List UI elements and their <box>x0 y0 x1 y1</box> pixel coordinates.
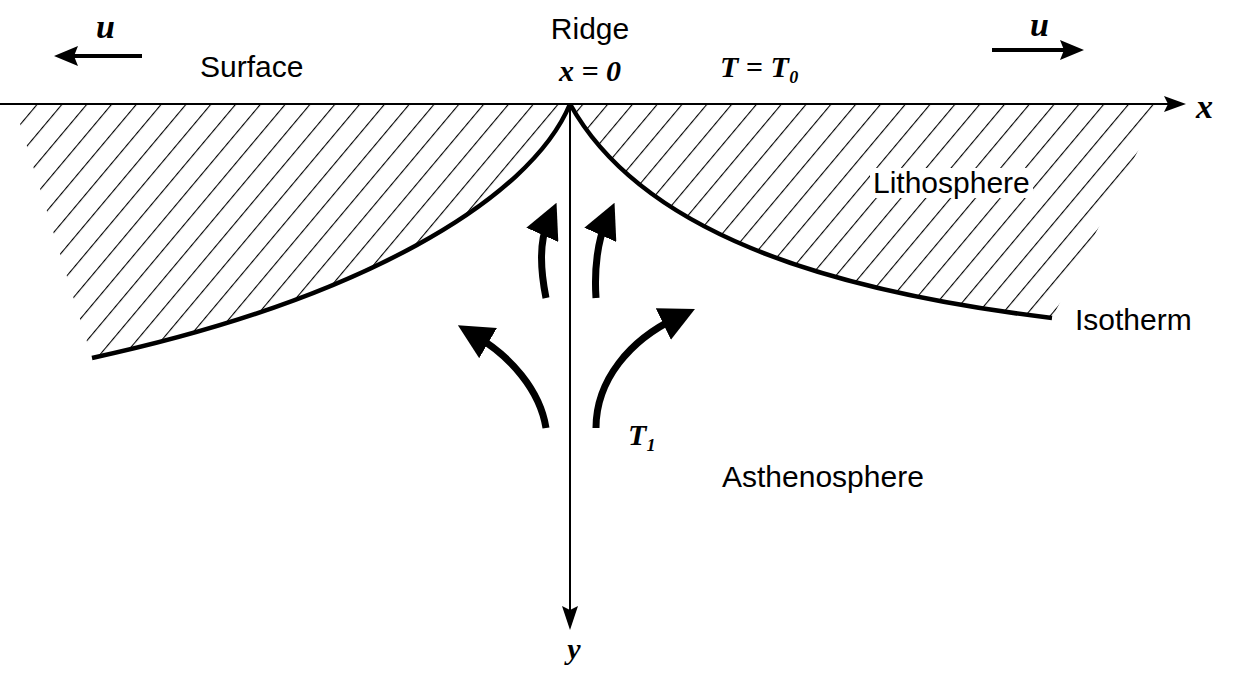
axis-arrowhead <box>562 606 578 630</box>
flow-arrow <box>596 318 676 428</box>
axis-arrowhead <box>1164 96 1186 112</box>
y-axis <box>569 104 571 618</box>
ridge-position: x = 0 <box>559 56 621 86</box>
velocity-arrow <box>72 54 142 58</box>
surface-temperature: T = T₀ <box>720 52 799 82</box>
velocity-symbol: u <box>1030 8 1049 42</box>
velocity-symbol: u <box>96 10 115 44</box>
surface-label: Surface <box>200 52 303 82</box>
lithosphere-label: Lithosphere <box>870 168 1033 198</box>
isotherm-label: Isotherm <box>1075 305 1192 335</box>
axis-label: x <box>1196 90 1213 124</box>
mantle-temperature: T₁ <box>628 420 657 450</box>
velocity-arrowhead <box>1060 40 1084 60</box>
isotherm-curve <box>92 104 570 358</box>
asthenosphere-label: Asthenosphere <box>722 462 924 492</box>
axis-label: y <box>567 634 580 664</box>
velocity-arrowhead <box>54 46 78 66</box>
isotherm-curve <box>570 104 1052 318</box>
flow-arrow <box>542 222 548 298</box>
x-axis <box>0 103 1172 105</box>
velocity-arrow <box>992 48 1064 52</box>
flow-arrow <box>476 336 546 428</box>
flow-arrow <box>595 222 606 298</box>
lithosphere-hatch <box>14 104 570 358</box>
lithosphere-hatch <box>570 104 1162 318</box>
ridge-label: Ridge <box>551 14 629 44</box>
